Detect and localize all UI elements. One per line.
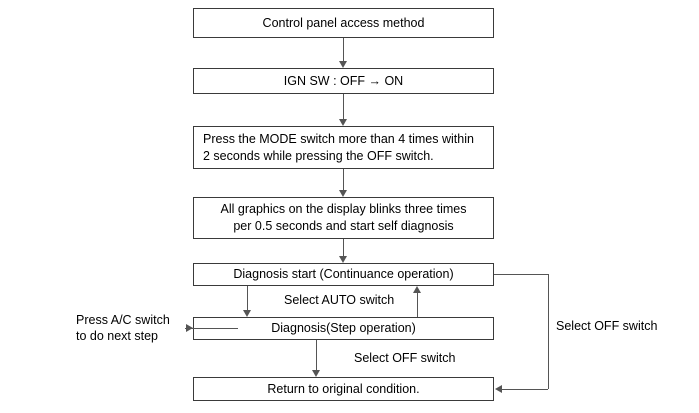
- node-label: Diagnosis(Step operation): [271, 321, 416, 335]
- arrow-down-icon: [243, 310, 251, 317]
- node-label: Press the MODE switch more than 4 times …: [203, 131, 474, 165]
- node-label: Diagnosis start (Continuance operation): [233, 267, 454, 281]
- edge-label-select-auto-switch: Select AUTO switch: [284, 293, 395, 307]
- arrow-right-icon: [186, 324, 193, 332]
- side-note-line2: to do next step: [76, 329, 159, 343]
- node-label-line1: All graphics on the display blinks three…: [220, 202, 467, 216]
- connector-access-to-ign: [343, 38, 344, 61]
- node-control-panel-access-method[interactable]: Control panel access method: [193, 8, 494, 38]
- arrow-up-icon: [413, 286, 421, 293]
- node-label: All graphics on the display blinks three…: [194, 201, 493, 235]
- node-label-line1: Press the MODE switch more than 4 times …: [203, 131, 474, 146]
- connector-step-to-return: [316, 340, 317, 370]
- connector-diagnosis-start-loop-top: [494, 274, 548, 275]
- arrow-down-icon: [339, 256, 347, 263]
- connector-loop-vertical: [548, 274, 549, 389]
- node-label-line2: per 0.5 seconds and start self diagnosis: [233, 219, 454, 233]
- node-ign-sw[interactable]: IGN SW : OFF → ON: [193, 68, 494, 94]
- node-all-graphics-blink[interactable]: All graphics on the display blinks three…: [193, 197, 494, 239]
- connector-press-mode-to-blink: [343, 169, 344, 190]
- side-note-press-ac-switch: Press A/C switch to do next step: [76, 312, 170, 344]
- connector-ign-to-press-mode: [343, 94, 344, 119]
- connector-loop-into-return: [502, 389, 548, 390]
- node-diagnosis-start[interactable]: Diagnosis start (Continuance operation): [193, 263, 494, 286]
- arrow-down-icon: [339, 119, 347, 126]
- arrow-down-icon: [339, 61, 347, 68]
- arrow-down-icon: [339, 190, 347, 197]
- connector-blink-to-diagnosis-start: [343, 239, 344, 256]
- side-note-line1: Press A/C switch: [76, 313, 170, 327]
- connector-step-to-diagnosis-start: [417, 293, 418, 317]
- edge-label-select-off-switch-return: Select OFF switch: [556, 319, 658, 333]
- arrow-down-icon: [312, 370, 320, 377]
- connector-diagnosis-start-to-step: [247, 286, 248, 310]
- node-label: Return to original condition.: [267, 381, 420, 396]
- arrow-left-icon: [495, 385, 502, 393]
- node-label-line2: 2 seconds while pressing the OFF switch.: [203, 148, 434, 163]
- edge-label-select-off-switch-step: Select OFF switch: [354, 351, 456, 365]
- node-press-mode-switch[interactable]: Press the MODE switch more than 4 times …: [193, 126, 494, 169]
- node-label: Control panel access method: [262, 15, 425, 30]
- connector-ac-note-to-step: [185, 328, 238, 329]
- node-label: IGN SW : OFF → ON: [283, 73, 404, 88]
- node-diagnosis-step[interactable]: Diagnosis(Step operation): [193, 317, 494, 340]
- node-return-original[interactable]: Return to original condition.: [193, 377, 494, 401]
